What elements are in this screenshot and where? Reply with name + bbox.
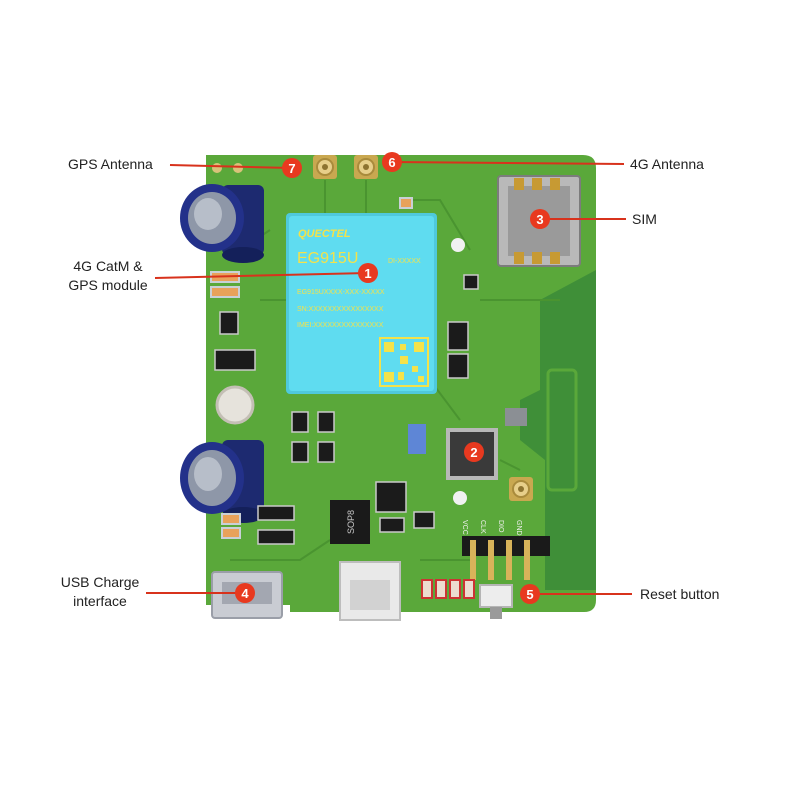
reset-button-component xyxy=(479,584,513,619)
pin-header: VCC CLK DIO GND xyxy=(461,520,550,580)
leader-line-gps-antenna xyxy=(169,164,293,169)
mcu-chip xyxy=(446,428,498,480)
callout-markers: 7 6 3 1 2 4 5 xyxy=(235,152,550,604)
4g-antenna-connector xyxy=(354,155,378,179)
gps-antenna-connector xyxy=(313,155,337,179)
leader-line-module xyxy=(154,272,369,279)
callout-number-1: 1 xyxy=(364,266,371,281)
pin-label-clk: CLK xyxy=(479,520,486,534)
leader-lines xyxy=(146,161,632,595)
antenna-ground-plane xyxy=(520,270,596,590)
module-qr-code xyxy=(379,337,429,387)
leds xyxy=(421,579,475,599)
module-line-1: EG915UXXXX-XXX-XXXXX xyxy=(297,289,385,296)
module-code: DI-XXXXX xyxy=(388,258,421,265)
callout-marker-1: 1 xyxy=(358,263,378,283)
label-usb-line-1: USB Charge xyxy=(60,574,140,590)
pin-label-gnd: GND xyxy=(515,520,522,536)
label-module-line-1: 4G CatM & xyxy=(73,258,143,274)
gps-antenna-pad xyxy=(233,163,243,173)
electrolytic-capacitor-top xyxy=(180,184,264,263)
module-line-2: SN:XXXXXXXXXXXXXXXX xyxy=(297,306,384,313)
callout-number-3: 3 xyxy=(536,212,543,227)
mounting-hole xyxy=(453,491,467,505)
ble-antenna-connector xyxy=(509,477,533,501)
antenna-trace xyxy=(546,368,578,492)
callout-number-5: 5 xyxy=(526,587,533,602)
label-usb-line-2: interface xyxy=(73,593,127,609)
callout-marker-2: 2 xyxy=(464,442,484,462)
sop8-chip: SOP8 xyxy=(330,500,370,544)
callout-marker-7: 7 xyxy=(282,158,302,178)
electrolytic-capacitor-bottom xyxy=(180,440,264,523)
callout-number-6: 6 xyxy=(388,155,395,170)
battery-connector xyxy=(339,561,401,621)
callout-marker-5: 5 xyxy=(520,584,540,604)
leader-line-4g-antenna xyxy=(391,161,625,165)
callout-marker-4: 4 xyxy=(235,583,255,603)
module-brand: QUECTEL xyxy=(298,228,351,240)
callout-marker-6: 6 xyxy=(382,152,402,172)
label-4g-antenna: 4G Antenna xyxy=(630,156,704,172)
pin-label-dio: DIO xyxy=(497,520,504,533)
callout-number-2: 2 xyxy=(470,445,477,460)
callout-number-4: 4 xyxy=(241,586,249,601)
module-line-3: IMEI:XXXXXXXXXXXXXXX xyxy=(297,322,384,329)
label-usb: USB Charge interface xyxy=(54,573,146,611)
gps-antenna-pad xyxy=(212,163,222,173)
label-module-line-2: GPS module xyxy=(68,277,148,293)
module-model: EG915U xyxy=(297,250,358,267)
pin-label-vcc: VCC xyxy=(461,520,468,535)
label-gps-antenna: GPS Antenna xyxy=(68,156,153,172)
callout-marker-3: 3 xyxy=(530,209,550,229)
label-reset: Reset button xyxy=(640,586,720,602)
label-module: 4G CatM & GPS module xyxy=(60,257,156,295)
label-sim: SIM xyxy=(632,211,657,227)
lte-gps-module: QUECTEL EG915U DI-XXXXX EG915UXXXX-XXX-X… xyxy=(286,213,437,394)
passive-components xyxy=(210,197,527,545)
sop8-label: SOP8 xyxy=(346,510,356,534)
mounting-hole xyxy=(451,238,465,252)
buzzer xyxy=(215,385,255,425)
callout-number-7: 7 xyxy=(288,161,295,176)
